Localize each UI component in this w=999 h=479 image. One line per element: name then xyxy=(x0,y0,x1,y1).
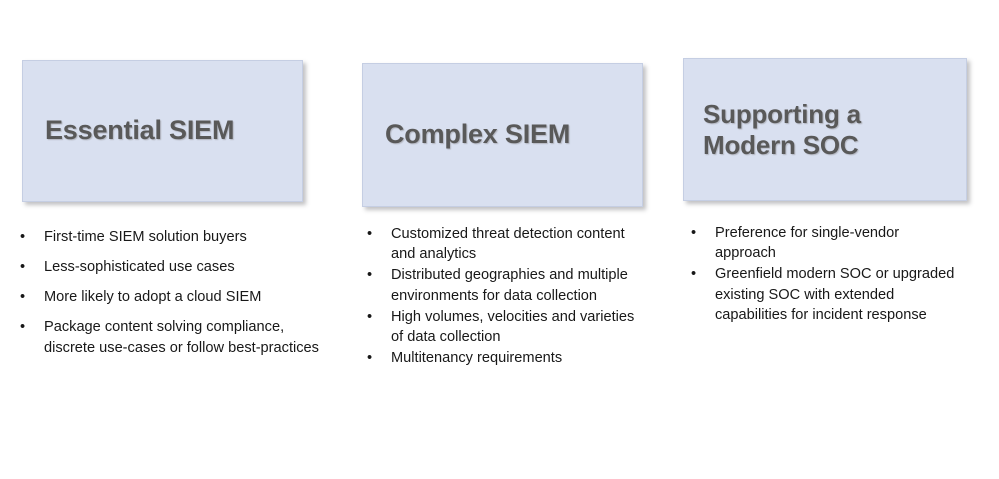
bullet-point-icon: • xyxy=(367,226,373,242)
list-item-text: First-time SIEM solution buyers xyxy=(44,229,247,245)
header-title-essential-siem: Essential SIEM xyxy=(45,115,235,146)
column-supporting-a-modern-soc: Supporting a Modern SOC • Preference for… xyxy=(660,0,999,479)
list-item-text: Less-sophisticated use cases xyxy=(44,259,235,275)
list-item: • First-time SIEM solution buyers xyxy=(20,227,320,248)
list-item-text: Greenfield modern SOC or upgraded existi… xyxy=(715,266,955,324)
bullet-point-icon: • xyxy=(20,319,26,335)
header-box-supporting-a-modern-soc[interactable]: Supporting a Modern SOC xyxy=(683,58,967,201)
bullet-point-icon: • xyxy=(691,266,697,283)
column-essential-siem: Essential SIEM • First-time SIEM solutio… xyxy=(0,0,340,479)
list-item-text: More likely to adopt a cloud SIEM xyxy=(44,289,262,305)
list-item: • Customized threat detection content an… xyxy=(367,224,637,265)
list-item-text: Package content solving compliance, disc… xyxy=(44,319,319,356)
bullet-point-icon: • xyxy=(20,229,26,245)
bullet-point-icon: • xyxy=(20,259,26,275)
bullet-point-icon: • xyxy=(20,289,26,305)
bullet-list-essential-siem: • First-time SIEM solution buyers • Less… xyxy=(20,227,320,368)
bullet-list-supporting-a-modern-soc: • Preference for single-vendor approach … xyxy=(691,223,961,326)
bullet-list-complex-siem: • Customized threat detection content an… xyxy=(367,224,637,369)
header-box-complex-siem[interactable]: Complex SIEM xyxy=(362,63,643,207)
list-item: • Greenfield modern SOC or upgraded exis… xyxy=(691,264,961,325)
column-complex-siem: Complex SIEM • Customized threat detecti… xyxy=(340,0,670,479)
list-item: • High volumes, velocities and varieties… xyxy=(367,307,637,348)
list-item: • More likely to adopt a cloud SIEM xyxy=(20,287,320,308)
list-item-text: Customized threat detection content and … xyxy=(391,226,625,263)
list-item-text: Preference for single-vendor approach xyxy=(715,225,900,262)
list-item: • Multitenancy requirements xyxy=(367,348,637,368)
list-item: • Package content solving compliance, di… xyxy=(20,317,320,358)
bullet-point-icon: • xyxy=(367,308,373,325)
header-title-complex-siem: Complex SIEM xyxy=(385,119,571,150)
list-item: • Preference for single-vendor approach xyxy=(691,223,961,264)
bullet-point-icon: • xyxy=(367,267,373,284)
list-item-text: Multitenancy requirements xyxy=(391,349,563,366)
list-item-text: Distributed geographies and multiple env… xyxy=(391,267,628,304)
list-item: • Distributed geographies and multiple e… xyxy=(367,265,637,306)
header-box-essential-siem[interactable]: Essential SIEM xyxy=(22,60,303,202)
list-item: • Less-sophisticated use cases xyxy=(20,257,320,278)
header-title-supporting-a-modern-soc: Supporting a Modern SOC xyxy=(703,98,861,160)
bullet-point-icon: • xyxy=(691,225,697,241)
list-item-text: High volumes, velocities and varieties o… xyxy=(391,308,635,346)
bullet-point-icon: • xyxy=(367,349,373,366)
